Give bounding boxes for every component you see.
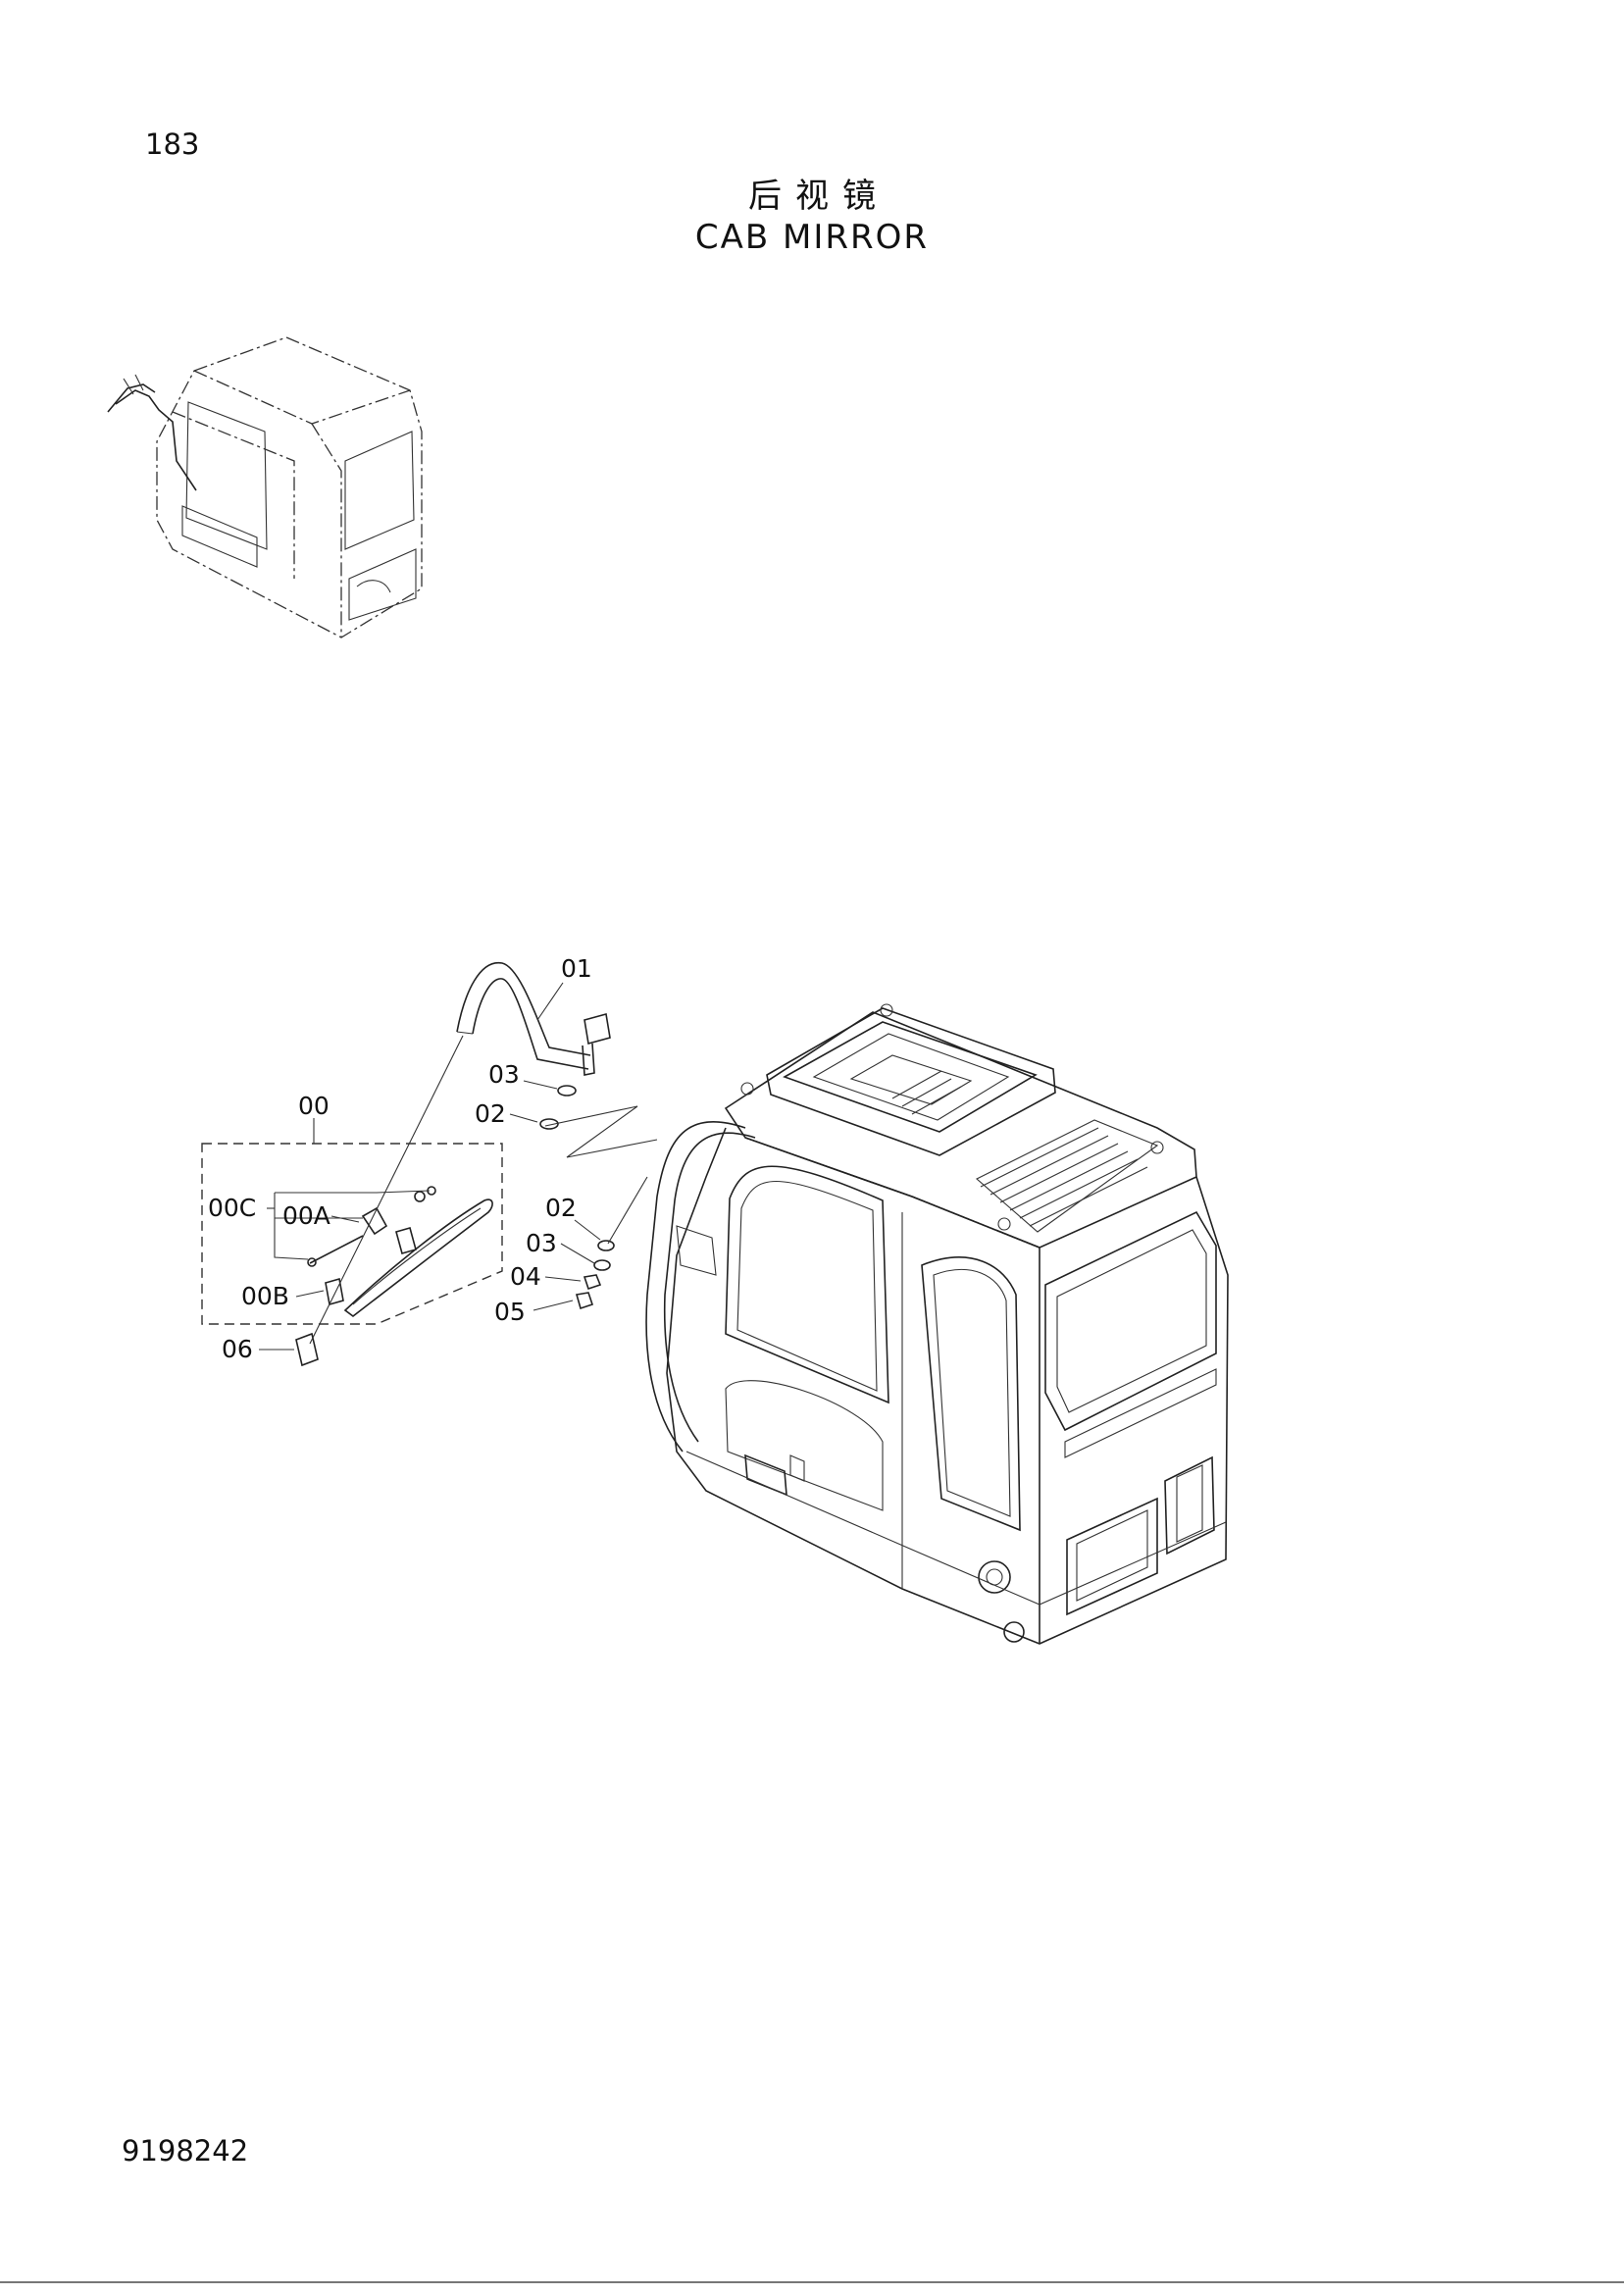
cap-06 [295, 1332, 319, 1367]
nut-05 [575, 1292, 594, 1310]
callout-04: 04 [510, 1262, 541, 1291]
document-number: 9198242 [122, 2134, 249, 2168]
callout-01: 01 [561, 954, 592, 983]
washer-03-upper [557, 1085, 577, 1096]
locator-cab-view [107, 336, 423, 638]
callout-03-upper: 03 [488, 1060, 520, 1089]
bottom-rule [0, 2281, 1624, 2283]
callout-00B: 00B [241, 1282, 289, 1310]
callout-00C: 00C [208, 1194, 256, 1222]
callout-06: 06 [222, 1335, 253, 1363]
nut-04 [583, 1274, 602, 1291]
washer-03-lower [593, 1259, 611, 1271]
page-title-chinese: 后视镜 [748, 177, 889, 216]
mirror-assembly-00 [201, 1143, 503, 1325]
main-cab-view [645, 1003, 1229, 1645]
washer-02-upper [539, 1118, 559, 1130]
callout-02-lower: 02 [545, 1194, 577, 1222]
washer-02-lower [597, 1240, 615, 1251]
callout-00: 00 [298, 1092, 330, 1120]
mirror-stay-01 [456, 961, 611, 1076]
callout-00A: 00A [282, 1201, 330, 1230]
page-number: 183 [145, 128, 200, 161]
callout-03-lower: 03 [526, 1229, 557, 1257]
callout-05: 05 [494, 1298, 526, 1326]
page-title-english: CAB MIRROR [694, 218, 930, 257]
callout-02-upper: 02 [475, 1099, 506, 1128]
